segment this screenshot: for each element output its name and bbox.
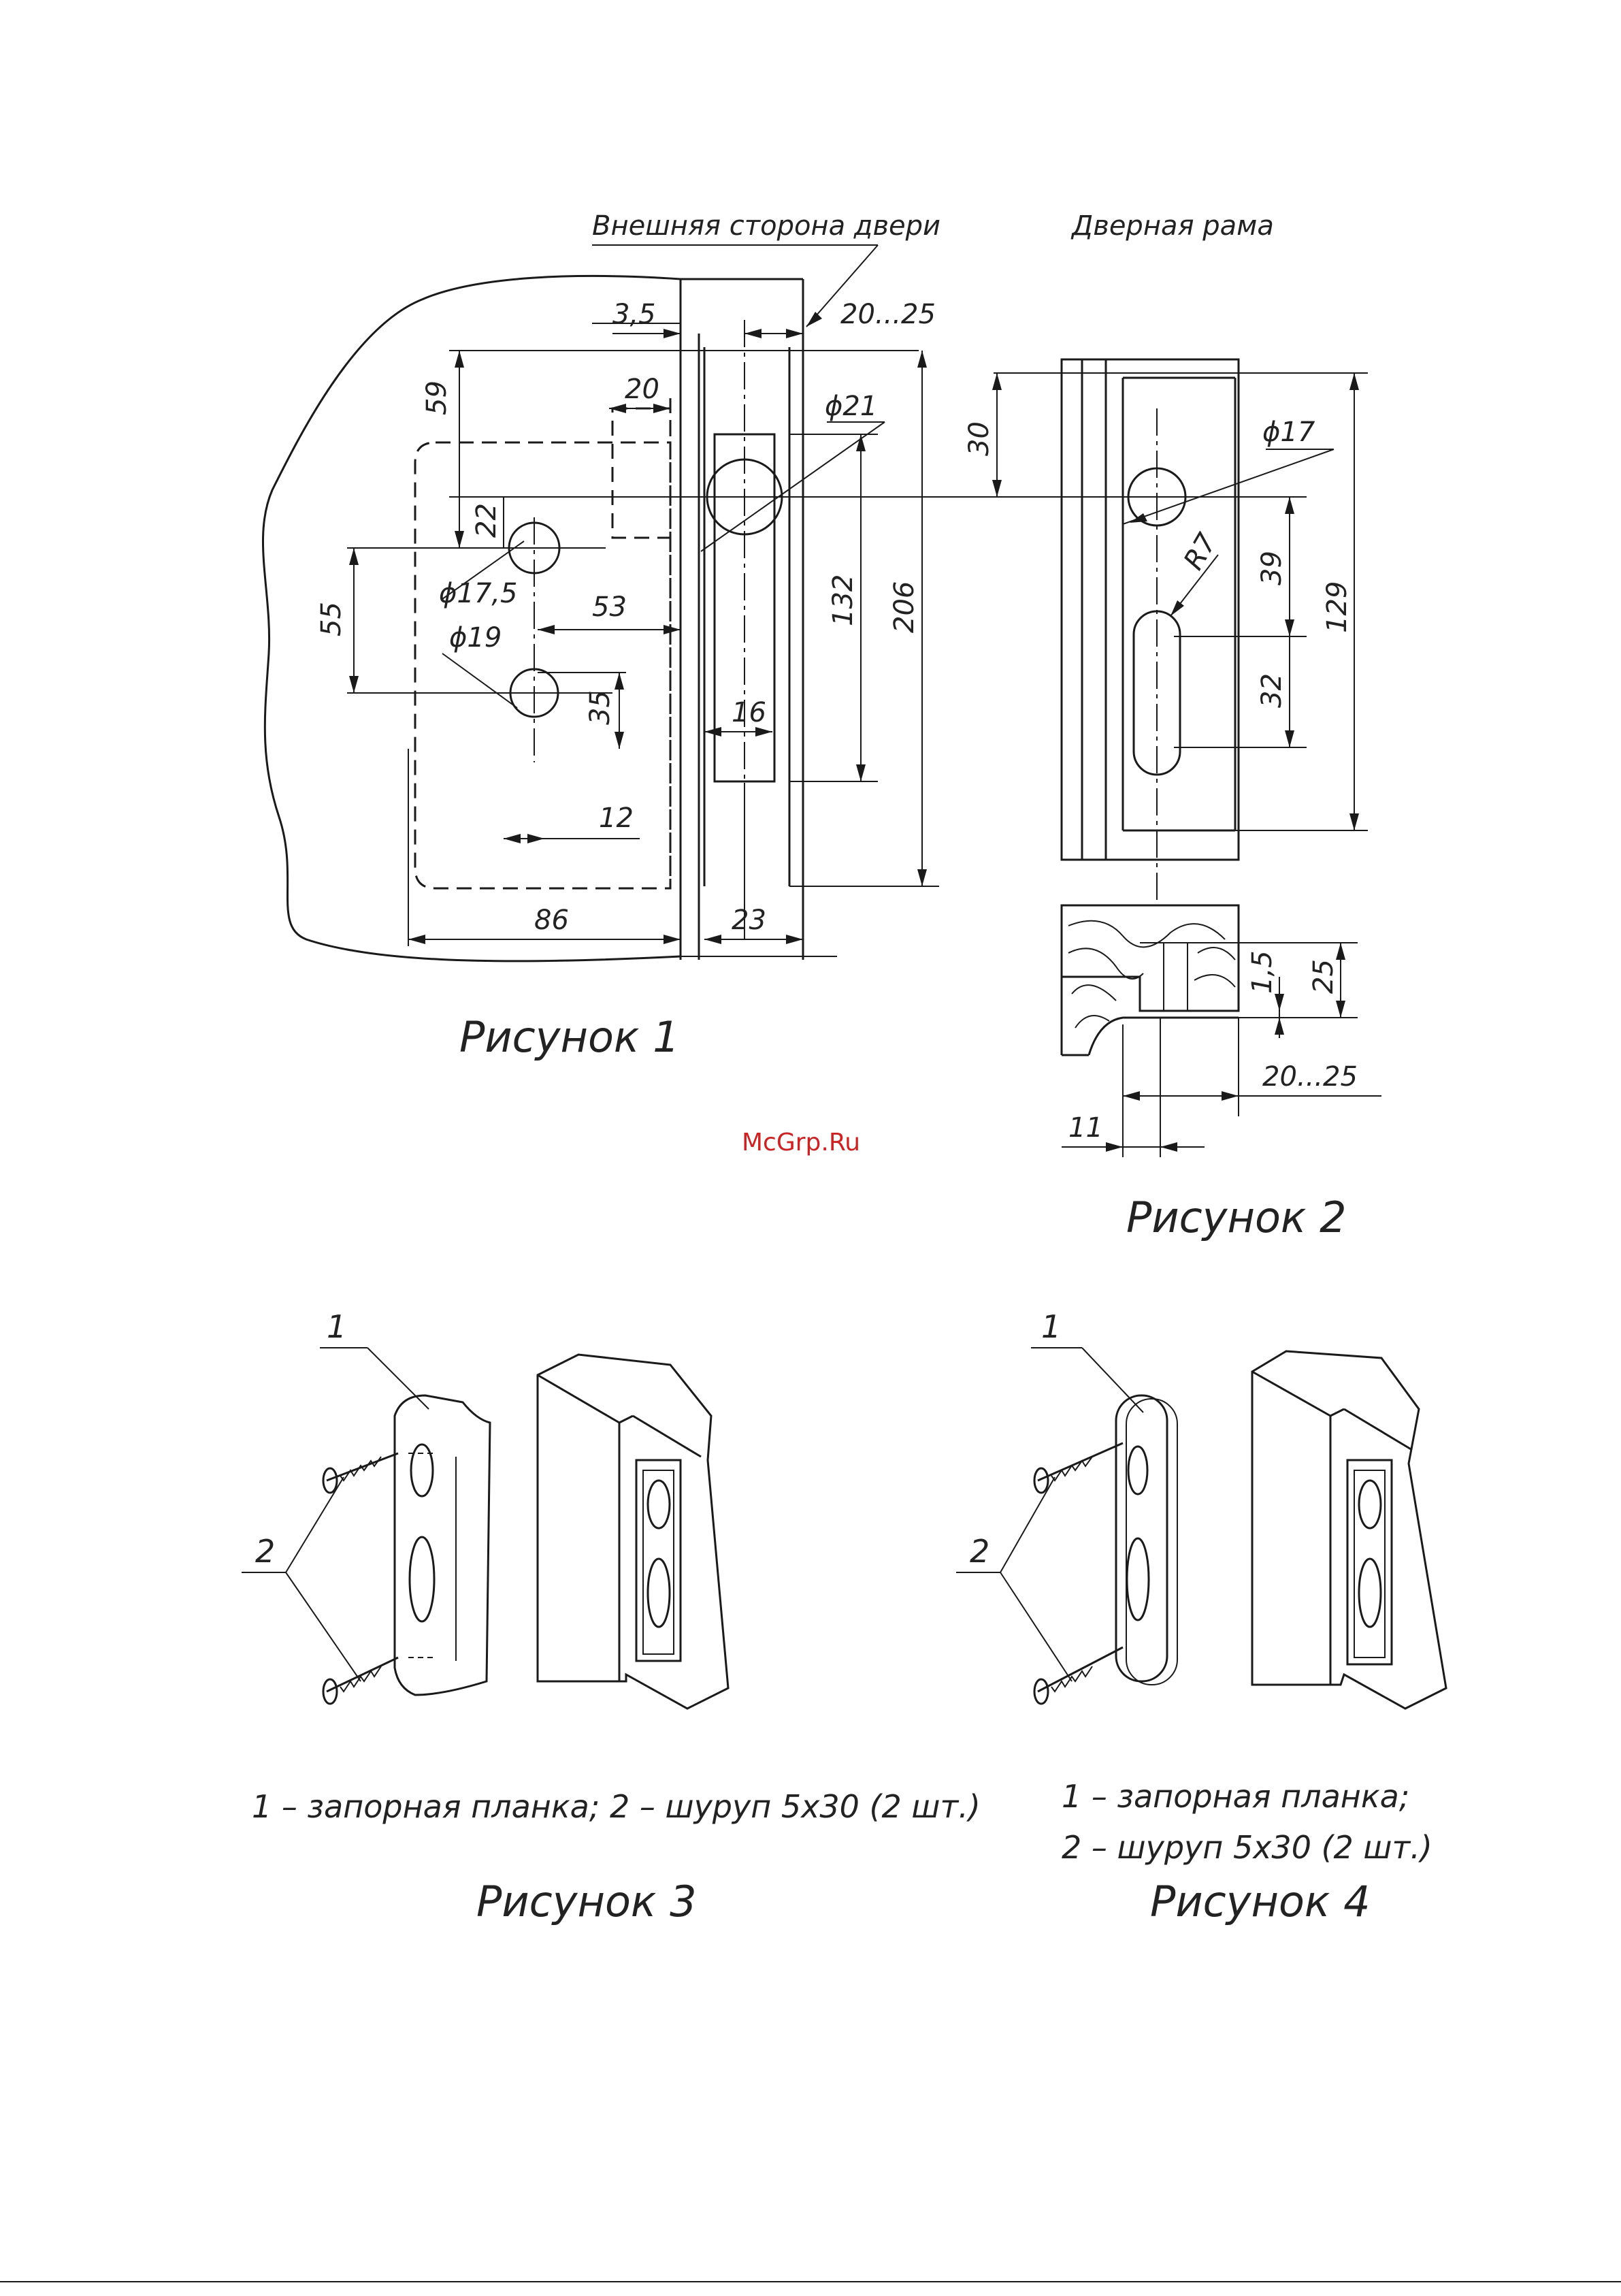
- figure-1-caption: Рисунок 1: [459, 1012, 680, 1062]
- dim-30: 30: [964, 421, 995, 456]
- door-outer-side-label: Внешняя сторона двери: [592, 210, 940, 242]
- frame-outer: [1062, 359, 1239, 860]
- dim-206: 206: [889, 581, 920, 633]
- figure-2-caption: Рисунок 2: [1126, 1193, 1347, 1242]
- screw-upper-fig4: [1034, 1443, 1123, 1493]
- figure-3: 1 2 1 – запорная планка; 2 – шуруп 5х30 …: [242, 1308, 981, 1926]
- door-frame-label: Дверная рама: [1070, 210, 1274, 242]
- watermark: McGrp.Ru: [742, 1129, 860, 1157]
- figure-2: Дверная рама 30 ϕ17 R7 39 129 32: [964, 210, 1381, 1242]
- frame-block-fig4: [1252, 1351, 1446, 1709]
- dim-55: 55: [316, 602, 347, 636]
- figure-3-caption: Рисунок 3: [476, 1877, 697, 1926]
- figure-4: 1 2 1 – запорная планка; 2 – шуруп 5х30 …: [956, 1308, 1446, 1926]
- dim-20-25-top: 20...25: [840, 299, 936, 330]
- figure-3-legend: 1 – запорная планка; 2 – шуруп 5х30 (2 ш…: [252, 1788, 981, 1825]
- dim-16: 16: [732, 697, 766, 728]
- callout-2-fig4: 2: [970, 1533, 989, 1570]
- dim-129: 129: [1322, 581, 1353, 633]
- figure-4-legend-line2: 2 – шуруп 5х30 (2 шт.): [1062, 1829, 1432, 1866]
- callout-1-fig4: 1: [1041, 1308, 1061, 1345]
- figure-4-legend-line1: 1 – запорная планка;: [1062, 1778, 1409, 1815]
- dim-3-5: 3,5: [612, 299, 656, 330]
- latch-tongue-outline: [612, 408, 670, 538]
- dim-20: 20: [625, 374, 659, 405]
- dim-11: 11: [1068, 1112, 1103, 1144]
- dim-phi17-5: ϕ17,5: [439, 578, 517, 609]
- dim-132: 132: [828, 575, 859, 626]
- figure-4-caption: Рисунок 4: [1150, 1877, 1371, 1926]
- dim-phi21: ϕ21: [825, 391, 877, 422]
- dim-25: 25: [1308, 959, 1339, 994]
- dim-23: 23: [732, 905, 766, 936]
- strike-plate-fig3: [395, 1395, 490, 1695]
- dim-12: 12: [599, 803, 634, 834]
- dim-phi17: ϕ17: [1262, 417, 1315, 448]
- dim-59: 59: [421, 381, 453, 415]
- dim-39: 39: [1256, 551, 1288, 585]
- screw-lower-fig4: [1034, 1647, 1123, 1704]
- dim-r7: R7: [1178, 528, 1224, 575]
- figure-1: Внешняя сторона двери 3,5 20...25 20 59 …: [263, 210, 1293, 1062]
- dim-86: 86: [534, 905, 569, 936]
- dim-35: 35: [585, 690, 616, 725]
- dim-phi19: ϕ19: [449, 622, 502, 653]
- screw-upper-fig3: [323, 1453, 398, 1493]
- strike-plate-fig4: [1116, 1395, 1167, 1681]
- callout-1-fig3: 1: [327, 1308, 346, 1345]
- dim-22: 22: [471, 503, 502, 538]
- dim-20-25-section: 20...25: [1262, 1061, 1358, 1093]
- dim-53: 53: [592, 592, 627, 623]
- callout-2-fig3: 2: [255, 1533, 275, 1570]
- frame-block-fig3: [538, 1355, 728, 1709]
- dim-1-5: 1,5: [1247, 950, 1278, 994]
- dim-32: 32: [1256, 673, 1288, 708]
